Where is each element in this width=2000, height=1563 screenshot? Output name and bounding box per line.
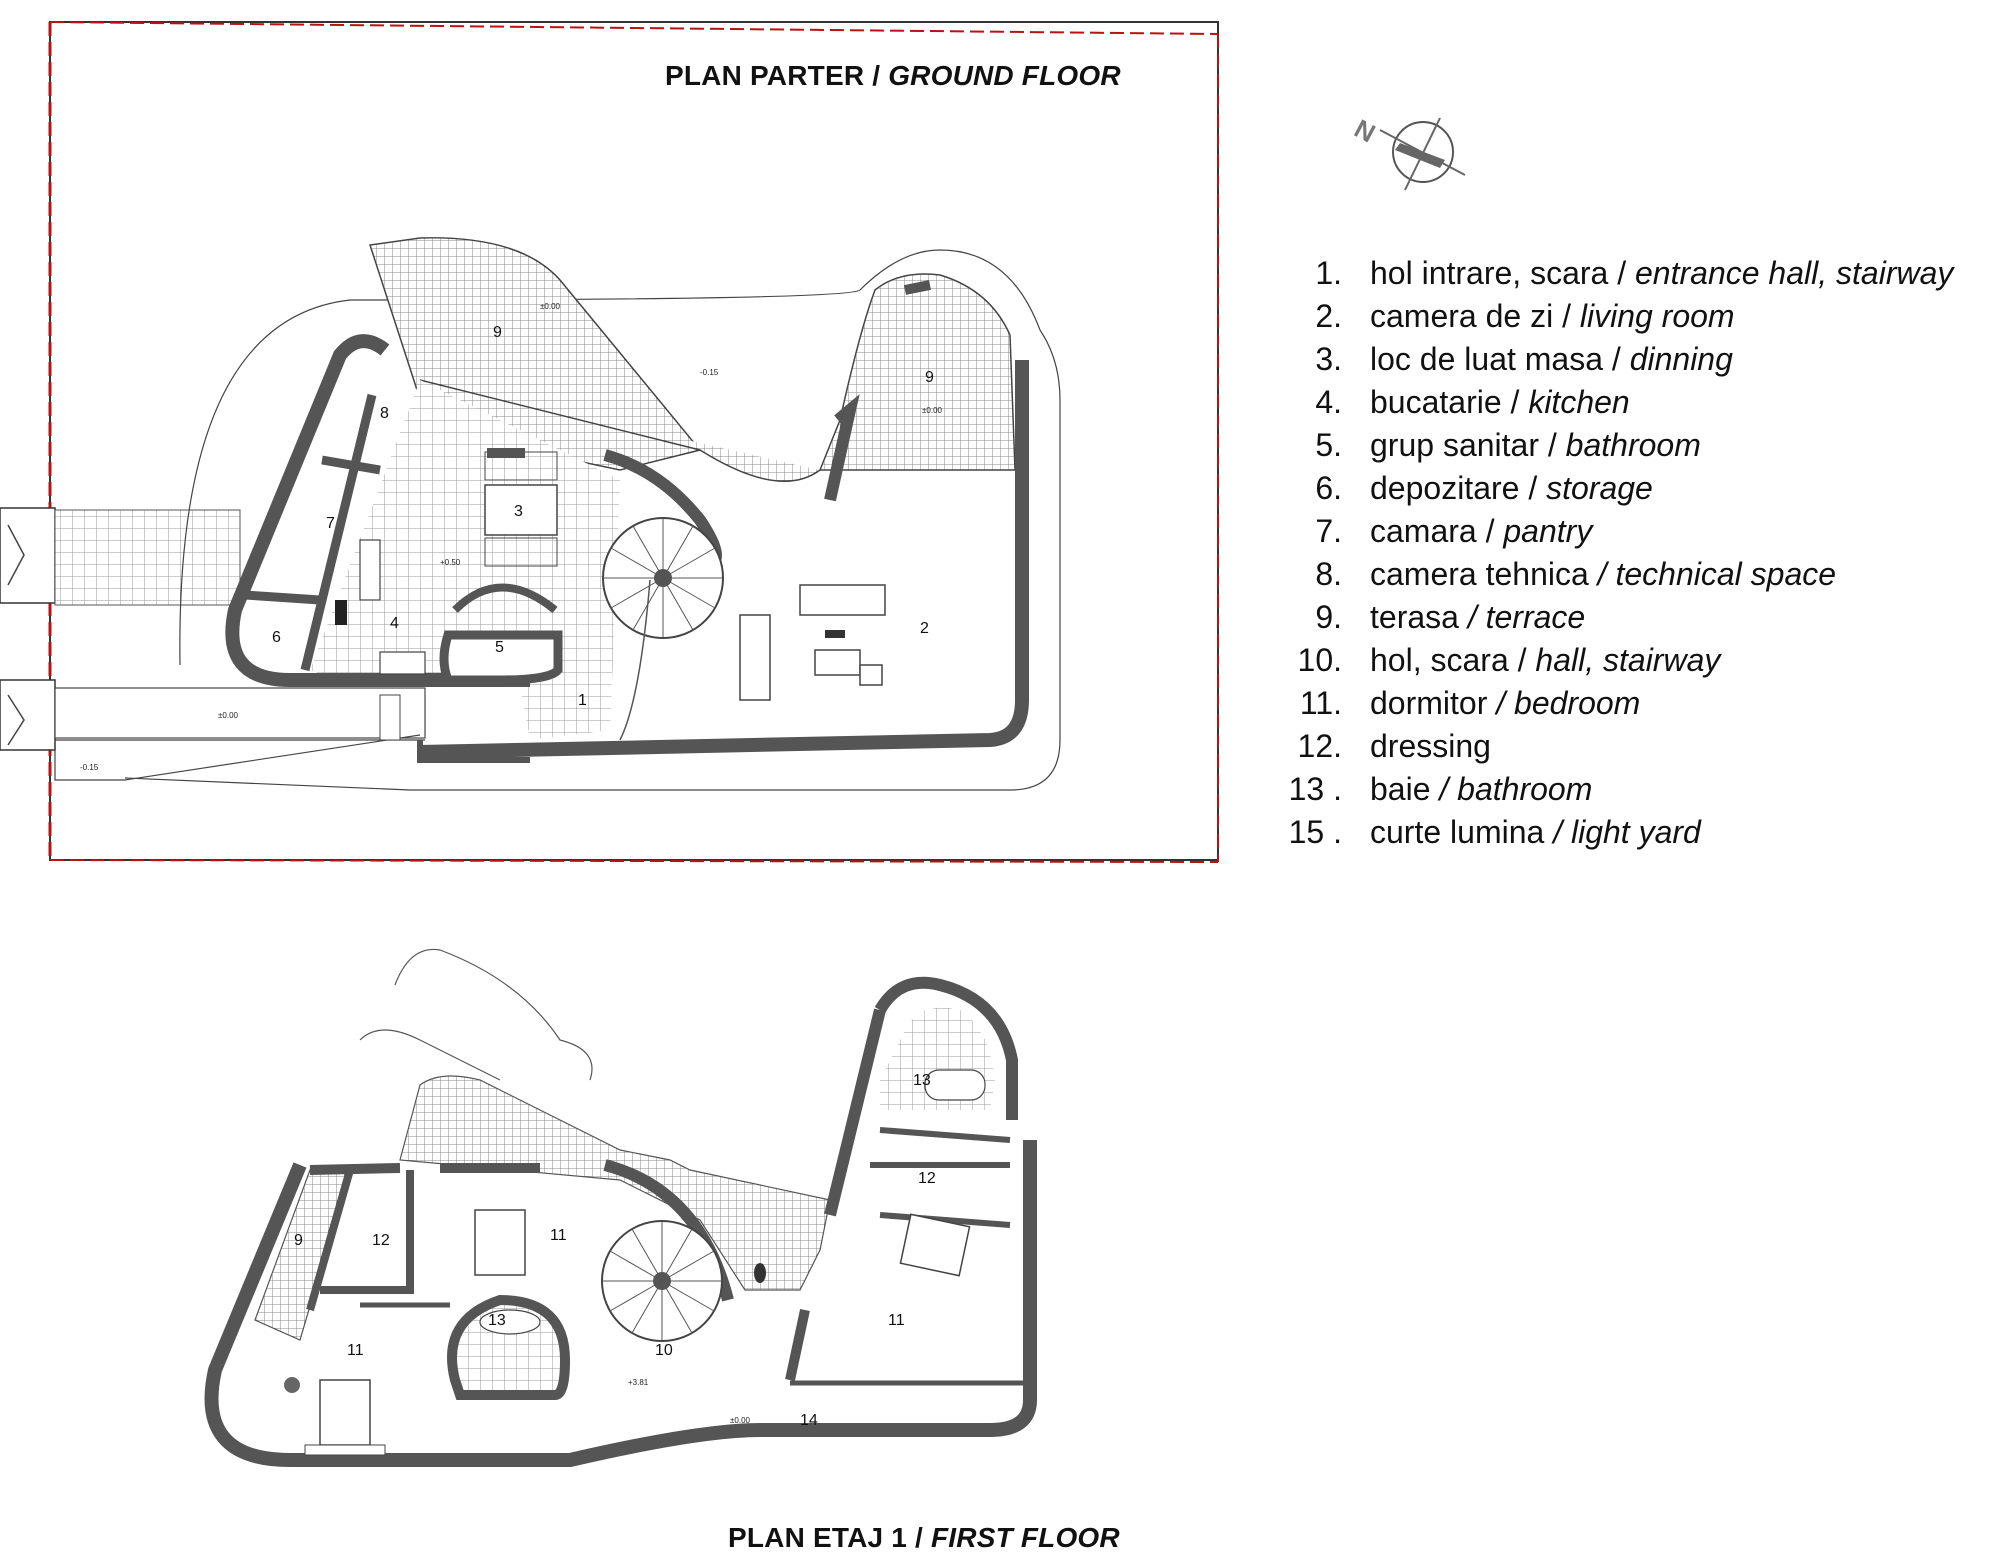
gf-room-5: 5 <box>495 639 504 656</box>
ff-outer-wall <box>204 1140 1037 1467</box>
north-compass: N <box>1350 113 1466 191</box>
legend-item: 13 .baie / bathroom <box>1288 771 1593 807</box>
ff-room-11c: 11 <box>888 1312 905 1329</box>
svg-text:±0.00: ±0.00 <box>218 711 239 720</box>
gf-room-9b: 9 <box>925 369 934 386</box>
gf-room-7: 7 <box>326 515 335 532</box>
gf-room-3: 3 <box>514 503 523 520</box>
svg-text:+3.81: +3.81 <box>628 1378 649 1387</box>
ff-room-13b: 13 <box>913 1072 931 1089</box>
ff-room-11a: 11 <box>347 1342 364 1359</box>
svg-text:-0.15: -0.15 <box>80 763 99 772</box>
ground-outer-wall <box>225 334 530 687</box>
gf-room-1: 1 <box>578 692 587 709</box>
legend-item: 4.bucatarie / kitchen <box>1315 384 1630 420</box>
ground-floor-plan: 1 2 3 4 5 6 7 8 9 9 ±0.00 -0.15 ±0.00 -0… <box>0 21 1219 863</box>
legend-item: 7.camara / pantry <box>1315 513 1593 549</box>
legend-item: 12.dressing <box>1297 728 1491 764</box>
first-floor-title: PLAN ETAJ 1 / FIRST FLOOR <box>728 1522 1120 1553</box>
legend-item: 15 .curte lumina / light yard <box>1288 814 1701 850</box>
gf-room-4: 4 <box>390 615 399 632</box>
svg-text:±0.00: ±0.00 <box>730 1416 751 1425</box>
legend-item: 3.loc de luat masa / dinning <box>1315 341 1733 377</box>
ff-room-11b: 11 <box>550 1227 567 1244</box>
ff-room-12b: 12 <box>918 1170 936 1187</box>
ff-room-14: 14 <box>800 1412 818 1429</box>
svg-text:-0.15: -0.15 <box>700 368 719 377</box>
svg-text:±0.00: ±0.00 <box>540 302 561 311</box>
svg-text:+0.50: +0.50 <box>440 558 461 567</box>
legend-item: 1.hol intrare, scara / entrance hall, st… <box>1315 255 1954 291</box>
legend-item: 10.hol, scara / hall, stairway <box>1297 642 1721 678</box>
gf-room-2: 2 <box>920 620 929 637</box>
legend-item: 9.terasa / terrace <box>1315 599 1586 635</box>
north-label: N <box>1350 113 1381 148</box>
first-floor-plan: 9 10 11 11 11 12 12 13 13 14 +3.81 ±0.00 <box>204 948 1037 1467</box>
legend-item: 6.depozitare / storage <box>1315 470 1653 506</box>
legend-item: 2.camera de zi / living room <box>1315 298 1735 334</box>
svg-text:±0.00: ±0.00 <box>922 406 943 415</box>
ff-room-13a: 13 <box>488 1312 506 1329</box>
room-legend: 1.hol intrare, scara / entrance hall, st… <box>1262 252 1954 854</box>
legend-item: 5.grup sanitar / bathroom <box>1315 427 1701 463</box>
legend-item: 11.dormitor / bedroom <box>1299 685 1641 721</box>
ff-room-10: 10 <box>655 1342 673 1359</box>
gf-room-6: 6 <box>272 629 281 646</box>
ff-room-12a: 12 <box>372 1232 390 1249</box>
legend-item: 8.camera tehnica / technical space <box>1315 556 1837 592</box>
gf-room-9a: 9 <box>493 324 502 341</box>
terrace-east <box>818 273 1016 471</box>
ff-room-9: 9 <box>294 1232 303 1249</box>
ff-terrace <box>399 1075 831 1291</box>
gf-room-8: 8 <box>380 405 389 422</box>
ground-floor-title: PLAN PARTER / GROUND FLOOR <box>665 60 1121 91</box>
